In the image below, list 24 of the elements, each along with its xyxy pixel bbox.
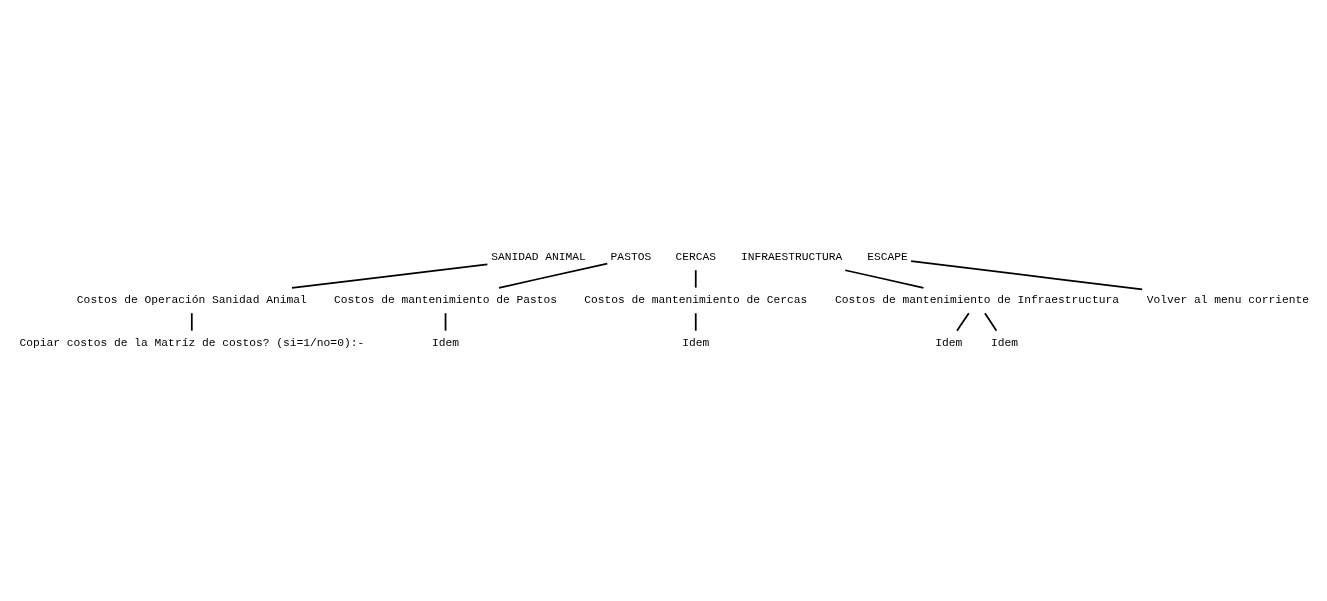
node-text: Copiar costos de la Matríz de costos? (si=1/no=0):- xyxy=(19,337,365,350)
node-text: PASTOS xyxy=(610,251,652,264)
node-text: Idem xyxy=(682,337,710,350)
node-text: Idem xyxy=(990,337,1018,350)
node-text: Costos de Operación Sanidad Animal xyxy=(76,294,307,307)
node-text: ESCAPE xyxy=(867,251,908,264)
node-text: Idem xyxy=(432,337,460,350)
node-text: Costos de mantenimiento de Pastos xyxy=(333,294,558,307)
connector xyxy=(956,312,970,332)
connector xyxy=(694,312,697,332)
connector xyxy=(694,269,697,289)
connector xyxy=(498,262,609,289)
node-text: Costos de mantenimiento de Infraestructura xyxy=(834,294,1119,307)
connector xyxy=(910,260,1144,291)
connector xyxy=(984,312,998,332)
node-text: INFRAESTRUCTURA xyxy=(740,251,843,264)
connector xyxy=(844,269,925,289)
connector xyxy=(291,263,489,289)
node-text: Volver al menu corriente xyxy=(1146,294,1310,307)
node-text: CERCAS xyxy=(675,251,717,264)
connector xyxy=(190,312,193,332)
node-text: Idem xyxy=(935,337,963,350)
node-text: Costos de mantenimiento de Cercas xyxy=(584,294,808,307)
node-text: SANIDAD ANIMAL xyxy=(491,251,586,264)
